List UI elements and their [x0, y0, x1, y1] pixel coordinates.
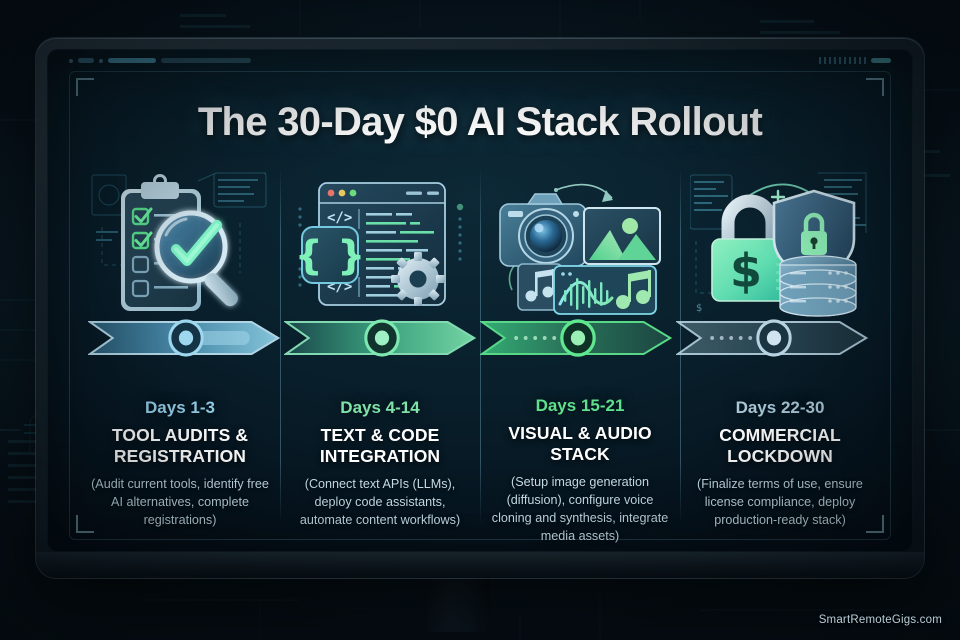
stage-heading: TEXT & CODE INTEGRATION: [319, 425, 441, 466]
svg-text:$: $: [730, 244, 762, 298]
stage-days-label: Days 22-30: [735, 398, 825, 417]
stage-description: (Finalize terms of use, ensure license c…: [697, 477, 863, 528]
svg-text:{ }: { }: [295, 233, 366, 279]
content-frame: The 30-Day $0 AI Stack Rollout: [69, 71, 891, 543]
chrome-pill: [108, 58, 156, 63]
timeline-segment-4[interactable]: [676, 318, 872, 358]
stage-text-3: Days 15-21 VISUAL & AUDIO STACK (Setup i…: [486, 396, 674, 546]
code-window-braces-gear-icon: </> </>: [286, 168, 474, 320]
stage-description: (Audit current tools, identify free AI a…: [91, 477, 269, 528]
timeline-segment-3[interactable]: [480, 318, 676, 358]
corner-bracket-icon: [76, 78, 94, 96]
stage-description: (Connect text APIs (LLMs), deploy code a…: [299, 477, 461, 528]
watermark: SmartRemoteGigs.com: [818, 614, 942, 626]
stage-text-1: Days 1-3 TOOL AUDITS & REGISTRATION (Aud…: [86, 398, 274, 530]
timeline-segment-1[interactable]: [88, 318, 284, 358]
stage-days-label: Days 15-21: [535, 396, 625, 415]
stage-days-label: Days 4-14: [340, 398, 420, 417]
screen: The 30-Day $0 AI Stack Rollout: [47, 49, 913, 552]
camera-image-audio-waveform-icon: [486, 168, 674, 318]
padlock-dollar-shield-database-icon: $: [686, 168, 874, 320]
monitor-chin: [36, 552, 924, 578]
stage-heading: TOOL AUDITS & REGISTRATION: [111, 425, 249, 466]
chrome-pill: [871, 58, 891, 63]
chrome-dot-icon: [69, 58, 73, 63]
page-title: The 30-Day $0 AI Stack Rollout: [197, 100, 763, 144]
stage-heading: VISUAL & AUDIO STACK: [508, 423, 652, 464]
corner-bracket-icon: [866, 78, 884, 96]
chrome-pill: [161, 58, 251, 63]
timeline: [88, 318, 872, 358]
clipboard-checklist-magnifier-icon: [86, 168, 274, 320]
monitor-bezel: The 30-Day $0 AI Stack Rollout: [36, 38, 924, 578]
chrome-dot-icon: [99, 58, 103, 63]
stage-days-label: Days 1-3: [145, 398, 215, 417]
stage-text-4: Days 22-30 COMMERCIAL LOCKDOWN (Finalize…: [686, 398, 874, 530]
chrome-pill: [78, 58, 94, 63]
svg-text:</>: </>: [327, 210, 352, 226]
chrome-ticks: [819, 57, 866, 64]
stage-text-2: Days 4-14 TEXT & CODE INTEGRATION (Conne…: [286, 398, 474, 530]
stage-heading: COMMERCIAL LOCKDOWN: [719, 425, 841, 466]
stage-description: (Setup image generation (diffusion), con…: [491, 475, 669, 543]
timeline-segment-2[interactable]: [284, 318, 480, 358]
screen-chrome-bar: [69, 56, 891, 65]
svg-text:$: $: [696, 303, 702, 314]
